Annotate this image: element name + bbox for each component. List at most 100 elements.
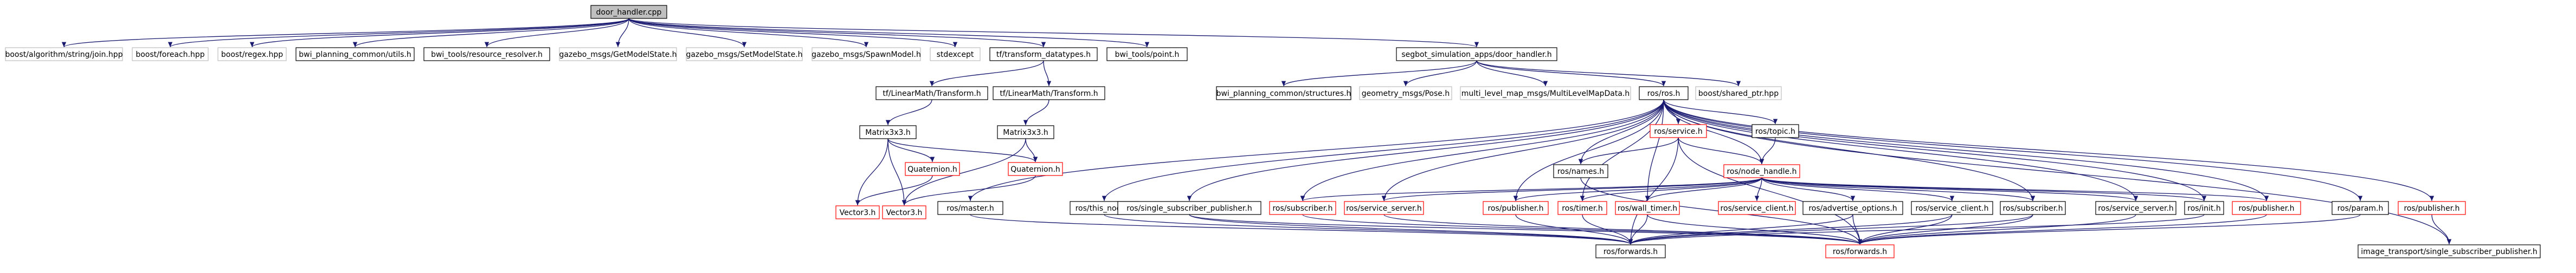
edge-n0-n12: [628, 18, 1479, 48]
edge-n41-n47: [1628, 214, 2033, 245]
edge-n43-n47: [1628, 214, 2205, 245]
edge-n34-n48: [1383, 214, 1862, 245]
node-n43[interactable]: ros/init.h: [2184, 201, 2224, 215]
node-label: door_handler.cpp: [596, 8, 662, 17]
node-n3: boost/regex.hpp: [217, 47, 287, 61]
node-n5[interactable]: bwi_tools/resource_resolver.h: [423, 47, 550, 61]
node-box: [1269, 201, 1336, 215]
node-label: ros/wall_timer.h: [1618, 204, 1677, 213]
node-n11[interactable]: bwi_tools/point.h: [1106, 47, 1188, 61]
node-box: [997, 125, 1054, 139]
node-n45[interactable]: ros/param.h: [2332, 201, 2389, 215]
node-n16[interactable]: Matrix3x3.h: [997, 125, 1054, 139]
node-n33: ros/subscriber.h: [1269, 201, 1336, 215]
node-label: boost/algorithm/string/join.hpp: [5, 50, 123, 59]
node-n4[interactable]: bwi_planning_common/utils.h: [295, 47, 415, 61]
node-box: [937, 201, 1003, 215]
node-n24[interactable]: ros/ros.h: [1639, 86, 1689, 100]
node-box: [1723, 164, 1800, 178]
node-n28[interactable]: ros/names.h: [1553, 164, 1608, 178]
edge-n0-n8: [628, 18, 869, 48]
node-n12[interactable]: segbot_simulation_apps/door_handler.h: [1396, 47, 1557, 61]
edge-n29-n39: [1761, 177, 1856, 202]
node-n13[interactable]: tf/LinearMath/Transform.h: [875, 86, 988, 100]
edge-n35-n47: [1515, 214, 1633, 245]
edge-n29-n44: [1761, 177, 2269, 202]
node-label: bwi_planning_common/structures.h: [1216, 89, 1351, 98]
edge-n26-n47: [1628, 137, 1679, 245]
node-label: Quaternion.h: [907, 165, 957, 174]
node-box: [905, 162, 960, 176]
edge-n27-n29: [1759, 137, 1776, 165]
node-box: [2332, 201, 2389, 215]
node-box: [1483, 201, 1549, 215]
node-n42[interactable]: ros/service_server.h: [2095, 201, 2176, 215]
node-box: [835, 205, 880, 219]
node-box: [1216, 86, 1351, 100]
edge-n24-n27: [1663, 99, 1778, 125]
edge-n17-n19: [855, 175, 933, 206]
node-n10[interactable]: tf/transform_datatypes.h: [989, 47, 1098, 61]
node-n0[interactable]: door_handler.cpp: [590, 5, 667, 19]
node-box: [686, 47, 803, 61]
edge-n29-n36: [1580, 177, 1762, 202]
node-n20: Vector3.h: [882, 205, 926, 219]
edge-n14-n16: [1023, 99, 1049, 126]
edge-n24-n45: [1663, 99, 2363, 202]
node-n41[interactable]: ros/subscriber.h: [2000, 201, 2066, 215]
edge-n12-n22: [1403, 60, 1477, 87]
node-n15[interactable]: Matrix3x3.h: [859, 125, 917, 139]
node-n21[interactable]: bwi_planning_common/structures.h: [1216, 86, 1351, 100]
node-label: ros/forwards.h: [1603, 248, 1658, 256]
node-n47[interactable]: ros/forwards.h: [1595, 244, 1666, 258]
edge-n0-n4: [353, 18, 629, 48]
edge-n24-n44: [1663, 99, 2269, 202]
edge-n41-n48: [1857, 214, 2033, 245]
node-n14[interactable]: tf/LinearMath/Transform.h: [993, 86, 1105, 100]
node-label: Vector3.h: [840, 209, 876, 217]
node-box: [2232, 201, 2301, 215]
node-box: [1825, 244, 1895, 258]
node-n22: geometry_msgs/Pose.h: [1359, 86, 1452, 100]
node-box: [1106, 47, 1188, 61]
node-box: [132, 47, 209, 61]
edge-n15-n17: [887, 138, 935, 162]
node-box: [2398, 201, 2466, 215]
edge-n10-n14: [1043, 60, 1052, 87]
node-n39[interactable]: ros/advertise_options.h: [1802, 201, 1903, 215]
node-n30[interactable]: ros/master.h: [937, 201, 1003, 215]
node-box: [559, 47, 677, 61]
node-label: Vector3.h: [886, 209, 923, 217]
node-box: [295, 47, 415, 61]
edge-n24-n36: [1580, 99, 1664, 202]
node-label: ros/subscriber.h: [2002, 204, 2063, 213]
edge-n42-n48: [1858, 214, 2136, 245]
node-n49[interactable]: image_transport/single_subscriber_publis…: [2358, 244, 2541, 258]
node-label: boost/foreach.hpp: [136, 50, 204, 59]
edge-n24-n30: [968, 99, 1664, 202]
node-label: Matrix3x3.h: [865, 128, 911, 137]
node-box: [1639, 86, 1689, 100]
node-label: ros/topic.h: [1755, 127, 1795, 136]
edge-n29-n33: [1300, 177, 1762, 202]
node-box: [812, 47, 921, 61]
node-label: ros/service.h: [1654, 127, 1703, 136]
node-box: [993, 86, 1105, 100]
edge-n33-n48: [1302, 214, 1862, 245]
edge-n15-n18: [887, 138, 1038, 162]
node-label: Matrix3x3.h: [1003, 128, 1048, 137]
edge-n32-n47: [1189, 214, 1633, 245]
node-n27[interactable]: ros/topic.h: [1751, 124, 1799, 138]
node-box: [590, 5, 667, 19]
node-n36: ros/timer.h: [1557, 201, 1607, 215]
edge-n32-n48: [1189, 214, 1862, 245]
node-n9: stdexcept: [930, 47, 981, 61]
node-n40[interactable]: ros/service_client.h: [1911, 201, 1993, 215]
edge-n24-n43: [1663, 99, 2207, 202]
edge-n24-n29: [1663, 99, 1764, 165]
node-n32[interactable]: ros/single_subscriber_publisher.h: [1117, 201, 1261, 215]
edge-n0-n5: [484, 18, 629, 48]
node-label: gazebo_msgs/SetModelState.h: [686, 50, 802, 59]
edge-n0-n9: [628, 18, 957, 48]
node-label: ros/advertise_options.h: [1808, 204, 1897, 213]
